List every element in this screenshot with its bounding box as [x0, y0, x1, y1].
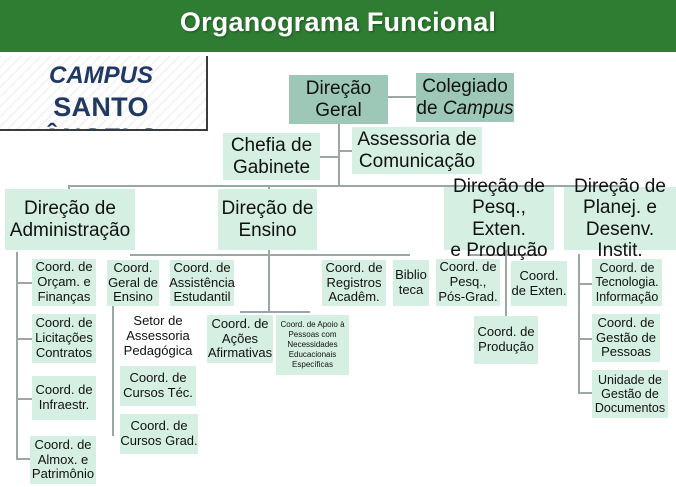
- line-admin-vertical: [16, 252, 18, 460]
- campus-background-pattern: [0, 56, 206, 129]
- coord-acoes-afirmativas-box: Coord. de Ações Afirmativas: [207, 315, 273, 363]
- direcao-planejamento-box: Direção de Planej. e Desenv. Instit.: [564, 176, 676, 261]
- page-title: Organograma Funcional: [179, 7, 497, 37]
- unidade-gestao-documentos-box: Unidade de Gestão de Documentos: [592, 370, 668, 418]
- line-admin-2: [16, 338, 32, 340]
- line-planej-3: [578, 392, 592, 394]
- biblioteca-box: Biblio teca: [393, 260, 429, 306]
- line-chefia: [320, 156, 340, 158]
- coord-gestao-pessoas-box: Coord. de Gestão de Pessoas: [592, 314, 660, 362]
- assessoria-comunicacao-box: Assessoria de Comunicação: [352, 127, 482, 174]
- campus-label: CAMPUS SANTO ÂNGELO: [0, 56, 208, 131]
- coord-orcamento-box: Coord. de Orçam. e Finanças: [32, 259, 96, 306]
- coord-extensao-box: Coord. de Exten.: [511, 261, 567, 306]
- line-pesquisa-trunk: [505, 250, 507, 316]
- coord-cursos-tecnicos-box: Coord. de Cursos Téc.: [120, 366, 196, 406]
- coord-tecnologia-informacao-box: Coord. de Tecnologia. Informação: [592, 259, 662, 306]
- line-planej-2: [578, 338, 592, 340]
- direcao-ensino-box: Direção de Ensino: [218, 189, 317, 250]
- line-direcao-colegiado: [388, 96, 416, 98]
- line-assessoria: [338, 150, 352, 152]
- coord-assistencia-box: Coord. de Assistência Estudantil: [169, 259, 235, 306]
- line-admin-1: [16, 282, 32, 284]
- colegiado-box: Colegiado de Campus: [416, 73, 514, 122]
- coord-registros-box: Coord. de Registros Acadêm.: [322, 260, 386, 306]
- line-admin-3: [16, 398, 32, 400]
- direcao-pesquisa-box: Direção de Pesq., Exten. e Produção: [444, 176, 554, 261]
- line-ensino-bus: [130, 254, 410, 256]
- coord-geral-ensino-box: Coord. Geral de Ensino: [107, 259, 159, 306]
- line-directorates-bus: [68, 185, 625, 187]
- line-ensino-trunk: [268, 250, 270, 312]
- line-ensino-drop: [268, 185, 270, 189]
- chefia-gabinete-box: Chefia de Gabinete: [223, 133, 320, 180]
- line-planej-vertical: [578, 254, 580, 394]
- colegiado-text: Colegiado de: [416, 76, 508, 119]
- header-banner: Organograma Funcional: [0, 0, 676, 52]
- coord-licitacoes-box: Coord. de Licitações Contratos: [32, 314, 96, 363]
- line-ensino-sub: [240, 311, 310, 313]
- coord-cursos-graduacao-box: Coord. de Cursos Grad.: [120, 414, 198, 454]
- coord-infraestrutura-box: Coord. de Infraestr.: [32, 376, 96, 420]
- campus-line2: SANTO ÂNGELO: [42, 92, 159, 129]
- colegiado-italic: Campus: [442, 97, 514, 119]
- coord-apoio-necessidades-box: Coord. de Apoio à Pessoas com Necessidad…: [276, 315, 349, 375]
- coord-almoxarifado-box: Coord. de Almox. e Patrimônio: [30, 436, 96, 484]
- coord-pesquisa-pos-box: Coord. de Pesq., Pós-Grad.: [436, 259, 500, 306]
- setor-assessoria-pedagogica-box: Setor de Assessoria Pedagógica: [120, 313, 196, 360]
- campus-line1: CAMPUS: [48, 62, 153, 89]
- line-geral-vertical: [112, 306, 114, 436]
- direcao-geral-box: Direção Geral: [289, 75, 388, 124]
- direcao-administracao-box: Direção de Administração: [5, 189, 135, 250]
- line-admin-4: [16, 458, 30, 460]
- line-admin-drop: [68, 185, 70, 189]
- line-planej-1: [578, 283, 592, 285]
- coord-producao-box: Coord. de Produção: [474, 316, 538, 364]
- line-direcao-trunk: [338, 124, 340, 186]
